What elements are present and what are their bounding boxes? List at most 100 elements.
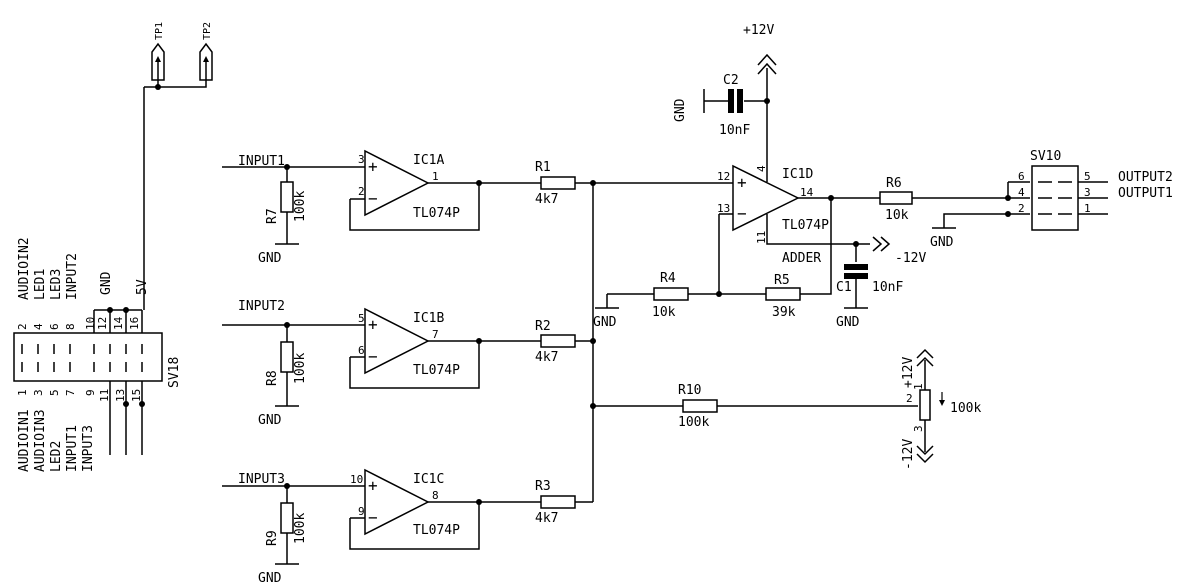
resistor-r7 xyxy=(280,181,294,213)
adder-label: ADDER xyxy=(782,251,821,266)
ic1c-name: IC1C xyxy=(413,472,444,487)
sv18-label-audioin2: AUDIOIN2 xyxy=(17,237,32,300)
sv18-pin-3: 3 xyxy=(32,389,45,396)
ic1d-pin-vneg: 11 xyxy=(755,231,768,244)
ic1b-pin-minus: 6 xyxy=(358,344,365,357)
ic1b-pin-out: 7 xyxy=(432,328,439,341)
sv18-pin-14: 14 xyxy=(112,316,125,330)
pot-value: 100k xyxy=(950,401,981,416)
r10-name: R10 xyxy=(678,383,701,398)
resistor-r8 xyxy=(280,341,294,373)
c1-name: C1 xyxy=(836,280,852,295)
sv18-name: SV18 xyxy=(167,357,182,388)
pos-supply-label: +12V xyxy=(743,23,774,38)
sv18-label-input2: INPUT2 xyxy=(65,253,80,300)
c1-value: 10nF xyxy=(872,280,903,295)
sv10-name: SV10 xyxy=(1030,149,1061,164)
sv18-pin-8: 8 xyxy=(64,323,77,330)
ic1a-pin-out: 1 xyxy=(432,170,439,183)
sv18-label-audioin3: AUDIOIN3 xyxy=(33,409,48,472)
ic1b-name: IC1B xyxy=(413,311,444,326)
r2-name: R2 xyxy=(535,319,551,334)
pot-pos-supply: +12V xyxy=(901,357,916,388)
sv18-pin-5: 5 xyxy=(48,389,61,396)
connector-sv18: SV18 2 4 6 8 10 12 14 16 1 3 5 7 9 11 13… xyxy=(13,237,182,472)
sv18-pin-marks xyxy=(21,344,143,372)
r3-name: R3 xyxy=(535,479,551,494)
sv18-pin-9: 9 xyxy=(84,389,97,396)
pot-pin-2: 2 xyxy=(906,392,913,405)
opamp-ic1a xyxy=(364,149,430,217)
r2-value: 4k7 xyxy=(535,350,558,365)
sv18-label-audioin1: AUDIOIN1 xyxy=(17,409,32,472)
gnd-label-r4: GND xyxy=(593,315,617,330)
r1-value: 4k7 xyxy=(535,192,558,207)
supply-arrow-neg-pot xyxy=(916,445,934,464)
svg-text:+: + xyxy=(368,157,378,176)
r5-name: R5 xyxy=(774,273,790,288)
svg-text:+: + xyxy=(368,315,378,334)
output1-label: OUTPUT1 xyxy=(1118,186,1173,201)
ic1c-pin-plus: 10 xyxy=(350,473,363,486)
sv10-pin-2: 2 xyxy=(1018,202,1025,215)
gnd-label-r9: GND xyxy=(258,571,282,586)
resistor-r5 xyxy=(765,287,801,301)
sv18-pin-11: 11 xyxy=(98,389,111,402)
tp-wire xyxy=(157,80,207,88)
sv10-pin-1: 1 xyxy=(1084,202,1091,215)
sv18-pin-7: 7 xyxy=(64,389,77,396)
sv18-pin-2: 2 xyxy=(16,323,29,330)
sv18-pin-1: 1 xyxy=(16,389,29,396)
offset-network: R10 100k 2 1 3 +12V -12V 100k xyxy=(593,348,981,470)
capacitor-c2-plate xyxy=(728,89,734,113)
resistor-r6 xyxy=(879,191,913,205)
ic1c-pin-minus: 9 xyxy=(358,505,365,518)
sv18-label-led2: LED2 xyxy=(49,441,64,472)
r3-value: 4k7 xyxy=(535,511,558,526)
r5-value: 39k xyxy=(772,305,796,320)
c2-value: 10nF xyxy=(719,123,750,138)
tp2-label: TP2 xyxy=(202,22,213,40)
capacitor-c2-plate xyxy=(737,89,743,113)
sv18-pin-15: 15 xyxy=(130,389,143,402)
r7-name: R7 xyxy=(265,208,280,224)
input-stage-3: INPUT3 GND R9 100k + − 10 9 8 IC1C TL074… xyxy=(222,468,593,586)
r6-name: R6 xyxy=(886,176,902,191)
ic1d-part: TL074P xyxy=(782,218,829,233)
opamp-ic1b xyxy=(364,307,430,375)
resistor-r4 xyxy=(653,287,689,301)
capacitor-c1-plate xyxy=(844,273,868,279)
sv18-label-input1: INPUT1 xyxy=(65,425,80,472)
input3-label: INPUT3 xyxy=(238,472,285,487)
capacitor-c1-plate xyxy=(844,264,868,270)
pot-pin-1: 1 xyxy=(912,383,925,390)
sv18-pin-4: 4 xyxy=(32,323,45,330)
r6-value: 10k xyxy=(885,208,909,223)
r7-value: 100k xyxy=(293,191,308,222)
wiper-arrow-icon xyxy=(939,400,945,406)
pot-neg-supply: -12V xyxy=(901,439,916,470)
sv18-label-gnd: GND xyxy=(99,271,114,295)
pot-pin-3: 3 xyxy=(912,425,925,432)
r8-name: R8 xyxy=(265,370,280,386)
resistor-r1 xyxy=(540,176,576,190)
sv18-pin-16: 16 xyxy=(128,317,141,330)
svg-text:−: − xyxy=(368,347,378,366)
opamp-ic1d xyxy=(732,164,800,232)
gnd-label-r7: GND xyxy=(258,251,282,266)
gnd-label-r8: GND xyxy=(258,413,282,428)
ic1a-pin-plus: 3 xyxy=(358,153,365,166)
supply-arrow-pos xyxy=(757,53,777,75)
resistor-r2 xyxy=(540,334,576,348)
input2-label: INPUT2 xyxy=(238,299,285,314)
sv10-pin-3: 3 xyxy=(1084,186,1091,199)
ic1d-pin-out: 14 xyxy=(800,186,814,199)
ic1b-pin-plus: 5 xyxy=(358,312,365,325)
resistor-r10 xyxy=(682,399,718,413)
connector-sv10: SV10 6 4 2 5 3 1 OUTPUT2 OUTPUT1 xyxy=(1018,149,1173,231)
svg-text:−: − xyxy=(737,204,747,223)
gnd-label-out: GND xyxy=(930,235,954,250)
gnd-label-c2: GND xyxy=(673,98,688,122)
svg-text:+: + xyxy=(737,173,747,192)
sv18-pin-12: 12 xyxy=(96,317,109,330)
